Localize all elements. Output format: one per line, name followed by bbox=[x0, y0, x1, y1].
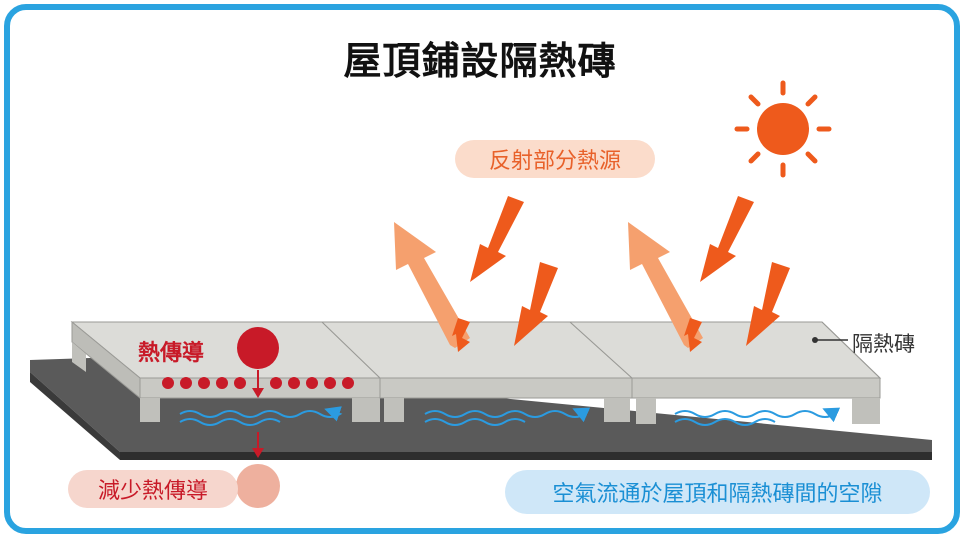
insulation-tile-3 bbox=[568, 321, 882, 424]
incoming-heat-arrow bbox=[700, 196, 754, 282]
incoming-heat-arrow bbox=[514, 262, 558, 346]
airflow-arrow bbox=[424, 407, 591, 423]
reflected-heat-arrow bbox=[394, 222, 470, 348]
reduced-heat-dot bbox=[236, 464, 280, 508]
insulation-tile-2 bbox=[320, 321, 634, 422]
tile-label-pointer bbox=[812, 337, 848, 343]
airflow-arrow bbox=[674, 418, 776, 426]
incoming-heat-arrow bbox=[470, 196, 524, 282]
heat-conduction bbox=[162, 327, 354, 508]
airflow-arrow bbox=[179, 406, 343, 422]
reflect-heat-label: 反射部分熱源 bbox=[455, 140, 655, 178]
reduce-heat-label: 減少熱傳導 bbox=[68, 470, 238, 508]
heat-conduction-label: 熱傳導 bbox=[138, 341, 205, 366]
airflow-arrow bbox=[674, 407, 841, 423]
airflow-arrow bbox=[179, 418, 281, 426]
incoming-heat-arrows bbox=[452, 196, 790, 352]
insulation-tile-label: 隔熱磚 bbox=[852, 332, 915, 356]
incoming-heat-arrow bbox=[452, 318, 470, 352]
incoming-heat-arrow bbox=[746, 262, 790, 346]
heat-source-dot bbox=[237, 327, 279, 369]
page-title: 屋頂鋪設隔熱磚 bbox=[343, 39, 617, 83]
airflow-label: 空氣流通於屋頂和隔熱磚間的空隙 bbox=[505, 470, 930, 514]
incoming-heat-arrow bbox=[684, 318, 702, 352]
reflected-heat-arrow bbox=[628, 222, 703, 348]
airflow-arrow bbox=[424, 418, 526, 426]
sun-icon bbox=[734, 80, 832, 178]
airflow-arrows bbox=[179, 406, 841, 426]
reflected-heat-arrows bbox=[394, 222, 703, 348]
